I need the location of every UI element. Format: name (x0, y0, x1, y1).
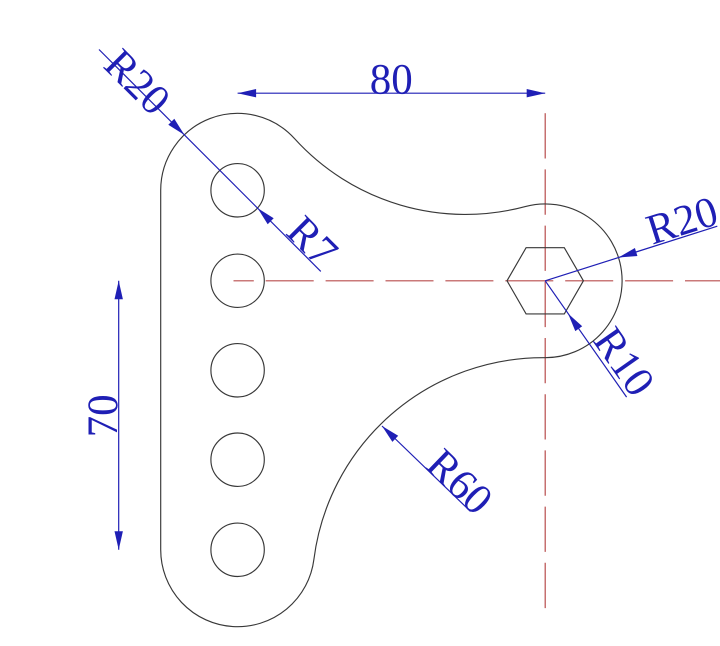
svg-text:70: 70 (80, 394, 127, 437)
svg-text:80: 80 (370, 57, 413, 104)
